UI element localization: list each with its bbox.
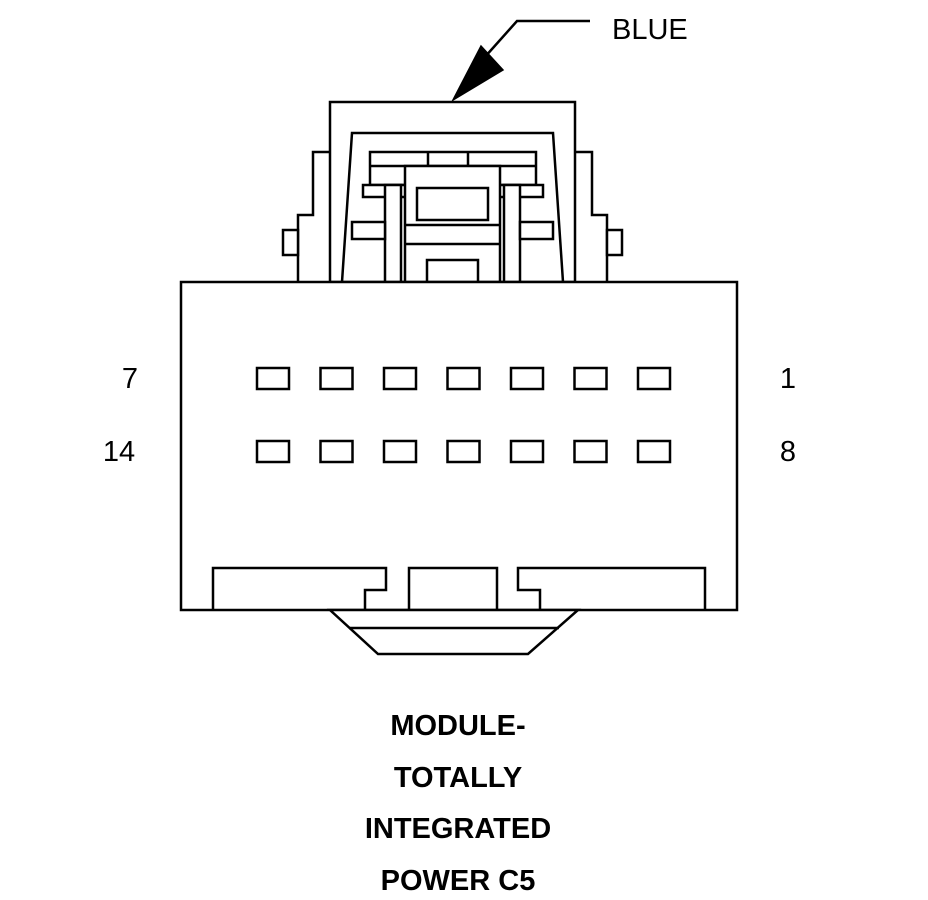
pin-cavity <box>573 366 608 391</box>
bottom-keys <box>211 566 707 656</box>
pin-cavity <box>509 366 545 391</box>
pin-label-1: 1 <box>780 363 796 395</box>
pin-grid <box>255 366 672 464</box>
title-line-3: INTEGRATED <box>365 813 551 845</box>
pin-cavity <box>255 439 291 464</box>
pin-cavity <box>636 366 672 391</box>
arrowhead <box>451 44 505 103</box>
pin-cavity <box>319 366 354 391</box>
pin-cavity <box>636 439 672 464</box>
title-line-1: MODULE- <box>390 710 525 742</box>
pin-cavity <box>446 439 481 464</box>
diagram-title: MODULE- TOTALLY INTEGRATED POWER C5 <box>365 710 551 897</box>
pin-cavity <box>446 366 481 391</box>
title-line-2: TOTALLY <box>394 762 522 794</box>
pin-cavity <box>509 439 545 464</box>
pin-label-8: 8 <box>780 436 796 468</box>
pin-cavity <box>573 439 608 464</box>
pin-cavity <box>319 439 354 464</box>
pin-label-14: 14 <box>103 436 135 468</box>
latch-housing <box>281 100 624 284</box>
callout-arrow <box>451 19 590 103</box>
pin-label-7: 7 <box>122 363 138 395</box>
pin-cavity <box>382 439 418 464</box>
callout-label: BLUE <box>612 14 688 46</box>
pin-cavity <box>255 366 291 391</box>
pin-cavity <box>382 366 418 391</box>
title-line-4: POWER C5 <box>381 865 536 897</box>
